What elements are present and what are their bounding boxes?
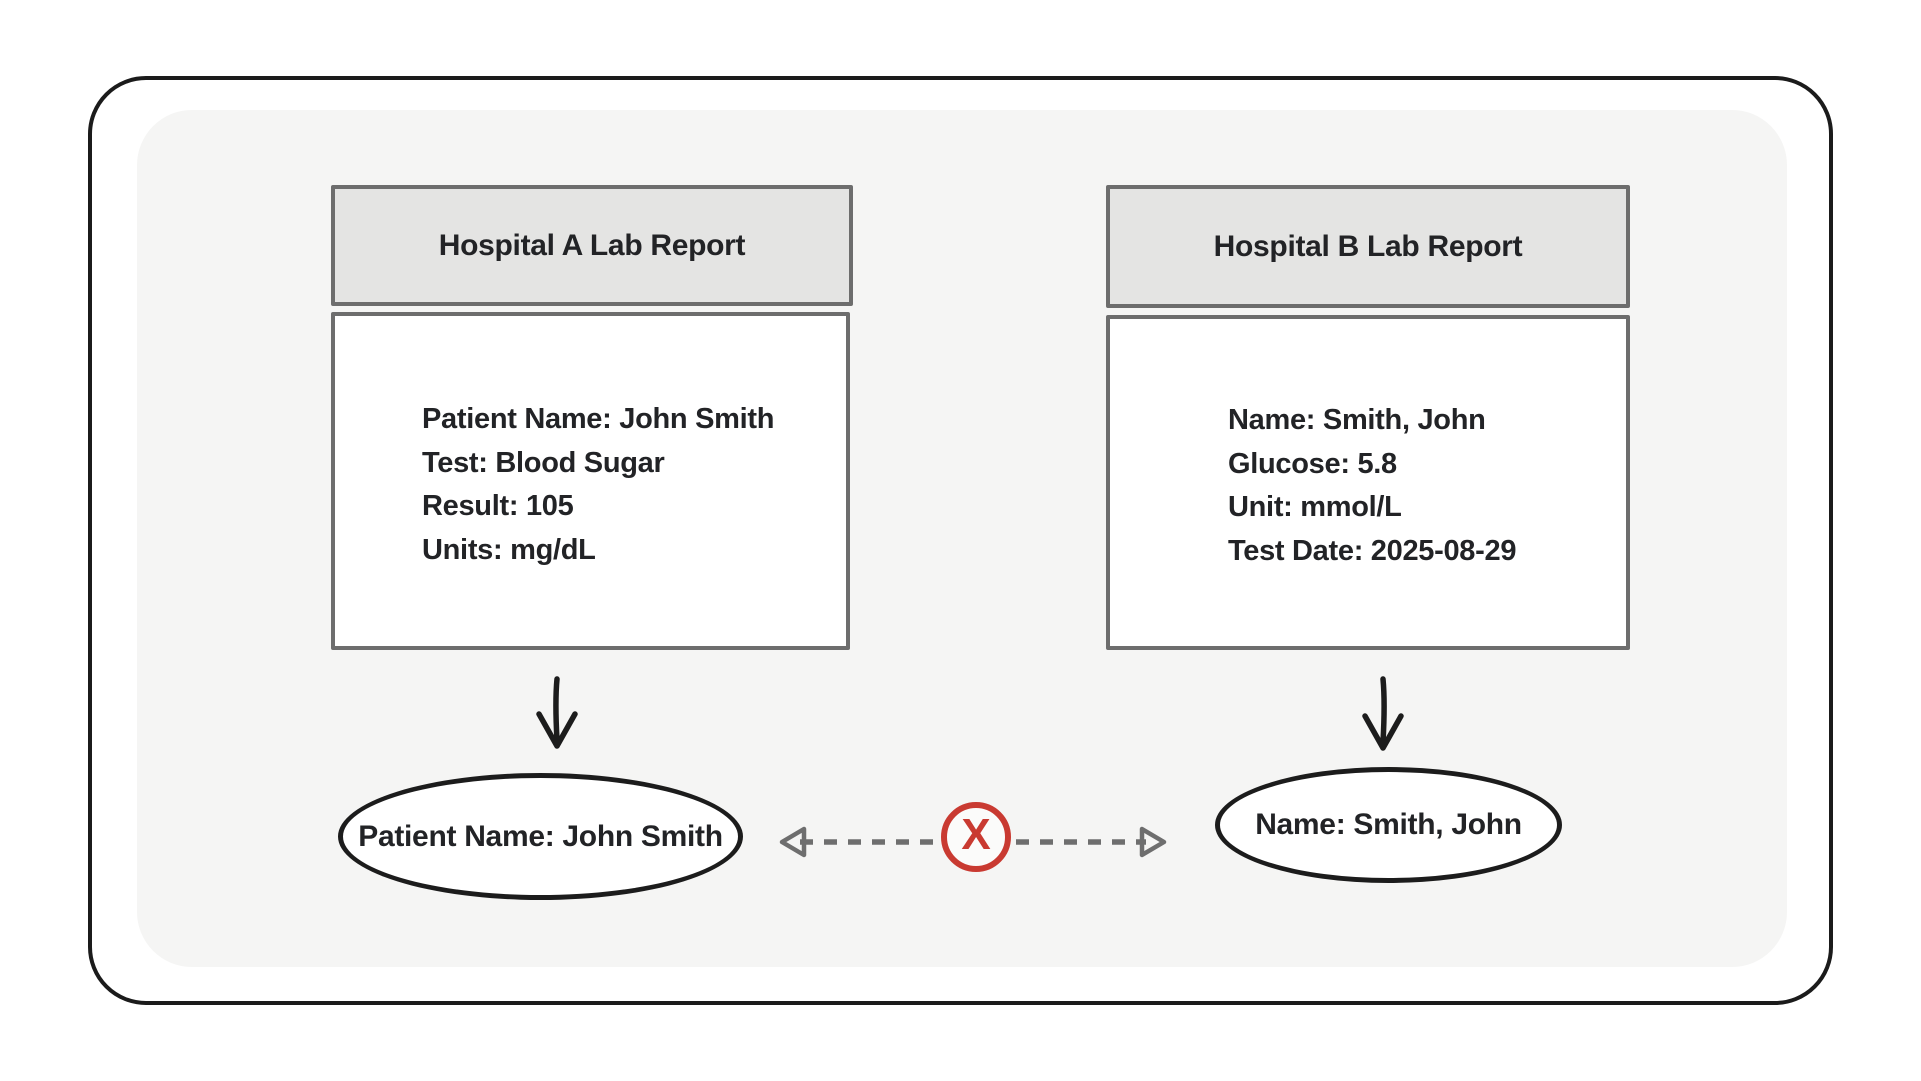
hospital-a-card-title: Hospital A Lab Report bbox=[438, 228, 746, 262]
hospital-a-field-units: Units: mg/dL bbox=[422, 533, 596, 566]
hospital-a-field-patient-name: Patient Name: John Smith bbox=[422, 403, 775, 435]
mismatch-x-label: X bbox=[961, 810, 991, 859]
hospital-b-field-test-date: Test Date: 2025-08-29 bbox=[1228, 534, 1517, 567]
hospital-a-card-header: Hospital A Lab Report bbox=[331, 185, 853, 306]
hospital-b-extracted-field-label: Name: Smith, John bbox=[1255, 808, 1522, 841]
hospital-a-extracted-field-label: Patient Name: John Smith bbox=[358, 819, 723, 853]
hospital-b-card-body: Name: Smith, John Glucose: 5.8 Unit: mmo… bbox=[1106, 315, 1630, 650]
hospital-b-card-header: Hospital B Lab Report bbox=[1106, 185, 1630, 308]
mismatch-x-icon: X bbox=[941, 802, 1011, 872]
hospital-b-field-name: Name: Smith, John bbox=[1228, 404, 1486, 436]
hospital-a-field-test: Test: Blood Sugar bbox=[422, 446, 665, 479]
hospital-b-field-unit: Unit: mmol/L bbox=[1228, 491, 1402, 523]
hospital-b-field-glucose: Glucose: 5.8 bbox=[1228, 447, 1397, 480]
hospital-a-extracted-field-ellipse: Patient Name: John Smith bbox=[338, 773, 743, 900]
hospital-b-extracted-field-ellipse: Name: Smith, John bbox=[1215, 767, 1562, 883]
hospital-b-card-title: Hospital B Lab Report bbox=[1213, 229, 1523, 263]
hospital-a-card-body: Patient Name: John Smith Test: Blood Sug… bbox=[331, 312, 850, 650]
hospital-a-field-result: Result: 105 bbox=[422, 490, 574, 522]
